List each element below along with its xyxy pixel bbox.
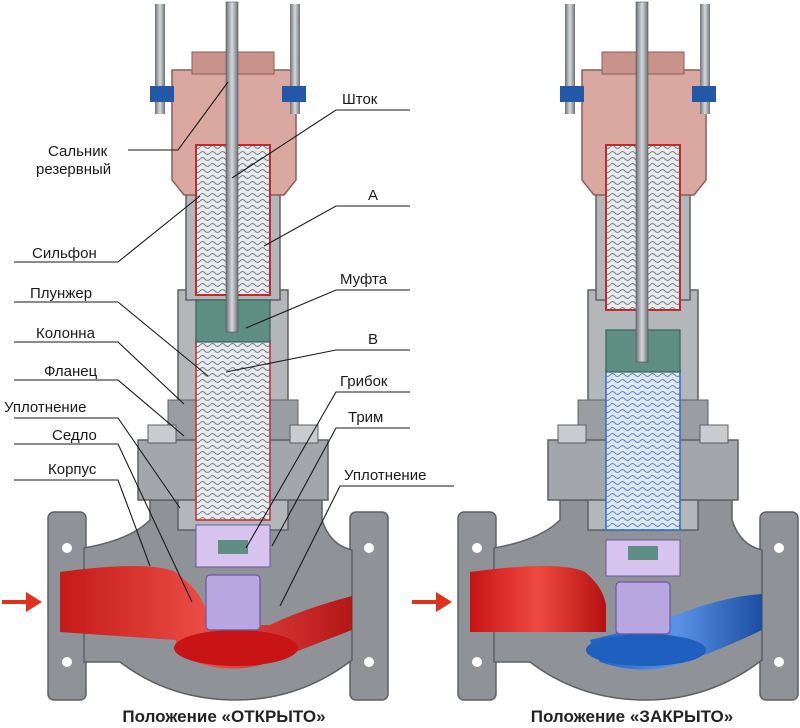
caption-closed: Положение «ЗАКРЫТО» [531, 707, 733, 726]
label-uplotnenie-right: Уплотнение [344, 467, 426, 484]
bellows-lower-right [605, 369, 681, 531]
label-shtok: Шток [342, 91, 378, 108]
label-silfon: Сильфон [32, 245, 97, 262]
inlet-arrow-left [2, 592, 42, 612]
nut-icon [150, 86, 174, 102]
plug-right [615, 581, 671, 635]
end-flange-right-out [759, 511, 799, 701]
label-flanets: Фланец [44, 363, 98, 380]
valve-open [2, 1, 389, 701]
label-b: В [368, 331, 378, 348]
flow-inlet-right [470, 566, 606, 632]
label-korpus: Корпус [48, 461, 97, 478]
label-sedlo: Седло [52, 427, 97, 444]
stem-left [225, 1, 239, 333]
end-flange-left-out [349, 511, 389, 701]
label-salnik-line2: резервный [36, 161, 111, 178]
bellows-lower-left [195, 339, 271, 521]
labels: Шток Сальник резервный А Сильфон Муфта П… [4, 91, 426, 484]
label-plunzher: Плунжер [30, 285, 92, 302]
label-uplotnenie-left: Уплотнение [4, 399, 86, 416]
leader-lines [14, 81, 454, 607]
plug-left [205, 574, 261, 631]
inlet-arrow-right [412, 592, 452, 612]
stem-right [635, 1, 649, 363]
label-gribok: Грибок [340, 373, 388, 390]
label-a: А [368, 187, 378, 204]
label-kolonna: Колонна [36, 325, 96, 342]
valve-closed [412, 1, 799, 701]
label-trim: Трим [348, 409, 383, 426]
label-salnik-line1: Сальник [48, 143, 108, 160]
caption-open: Положение «ОТКРЫТО» [122, 707, 325, 726]
label-mufta: Муфта [340, 271, 388, 288]
